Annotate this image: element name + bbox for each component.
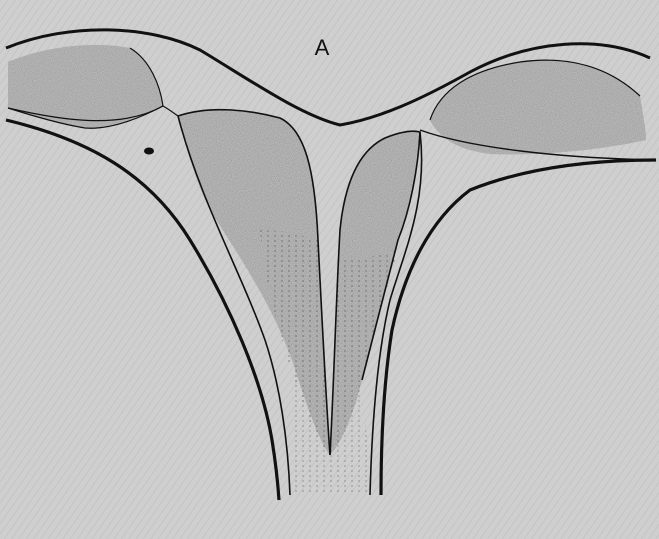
dark-spot-marker bbox=[144, 148, 154, 155]
panel-label: A bbox=[315, 35, 330, 60]
